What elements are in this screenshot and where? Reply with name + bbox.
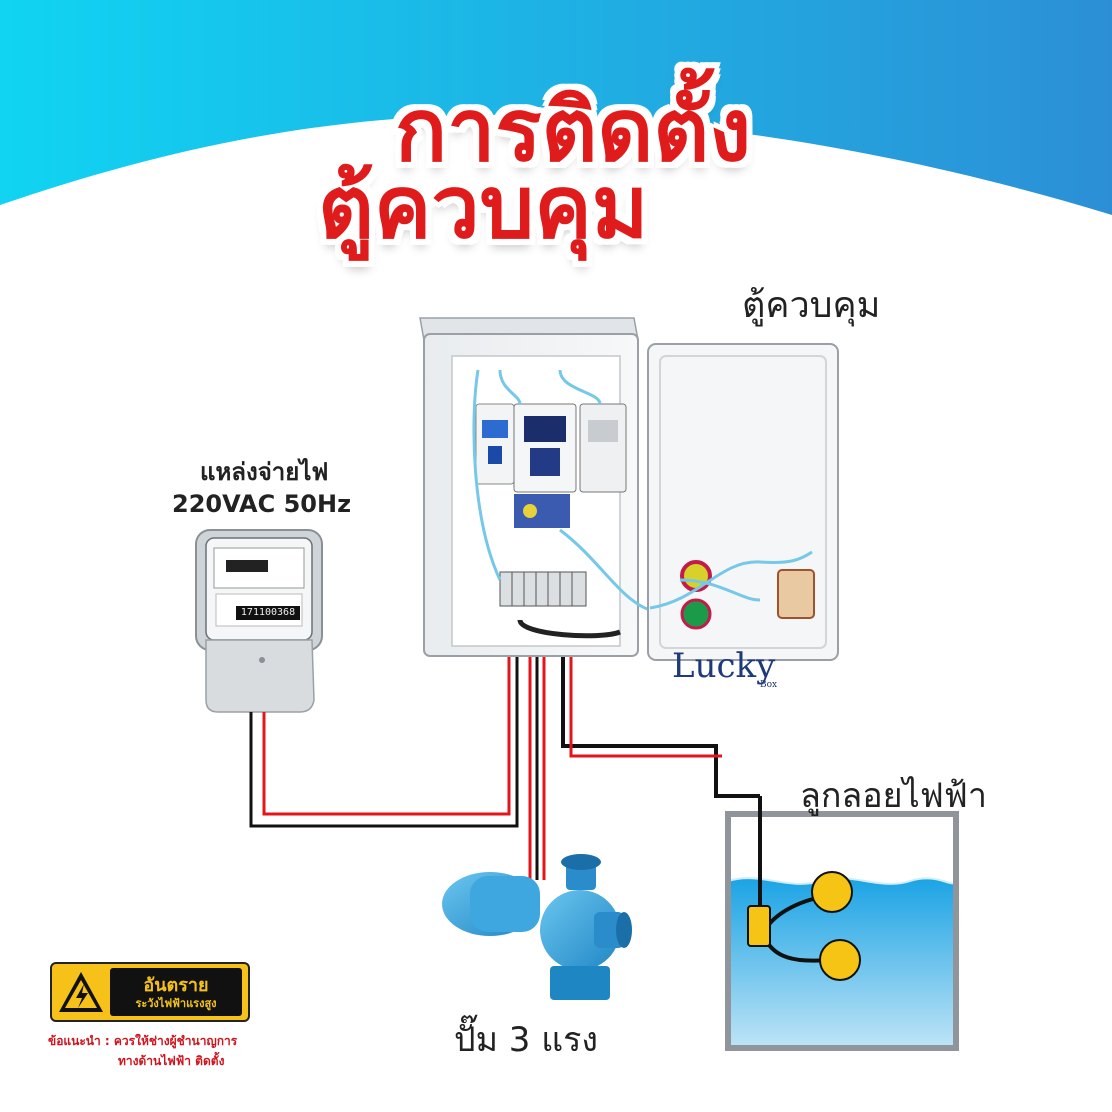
electric-meter [195,529,323,713]
control-cabinet [419,317,651,657]
brand-logo: Lucky [672,646,776,686]
pump-label: ปั๊ม 3 แรง [454,1020,599,1060]
brand-logo-sub: Box [760,680,778,690]
danger-subtitle: ระวังไฟฟ้าแรงสูง [135,997,217,1010]
title-line-2: ตู้ควบคุม [318,158,649,258]
cabinet-door [647,343,839,661]
wire-meter-black [249,620,519,828]
top-banner [0,0,1112,215]
water-pump [442,854,632,1000]
float-switch-label: ลูกลอยไฟฟ้า [800,776,987,816]
danger-sign: อันตราย ระวังไฟฟ้าแรงสูง [50,962,250,1022]
wire-float-red [569,620,722,758]
advice-note-line-2: ทางด้านไฟฟ้า ติดตั้ง [118,1054,225,1068]
danger-title: อันตราย [143,975,209,996]
meter-reading: 171100368 [236,606,300,620]
cabinet-label: ตู้ควบคุม [742,285,881,326]
power-source-label: แหล่งจ่ายไฟ [200,458,329,486]
advice-note-line-1: ข้อแนะนำ : ควรให้ช่างผู้ชำนาญการ [48,1034,238,1048]
wire-float-black [561,620,760,798]
high-voltage-icon [59,972,103,1012]
danger-text-panel: อันตราย ระวังไฟฟ้าแรงสูง [110,968,242,1016]
wire-meter-red [262,620,511,816]
title-line-1: การติดตั้ง [395,81,752,181]
power-spec-label: 220VAC 50Hz [172,490,352,518]
banner-white-curve [0,121,1112,232]
water-tank [725,796,959,1051]
